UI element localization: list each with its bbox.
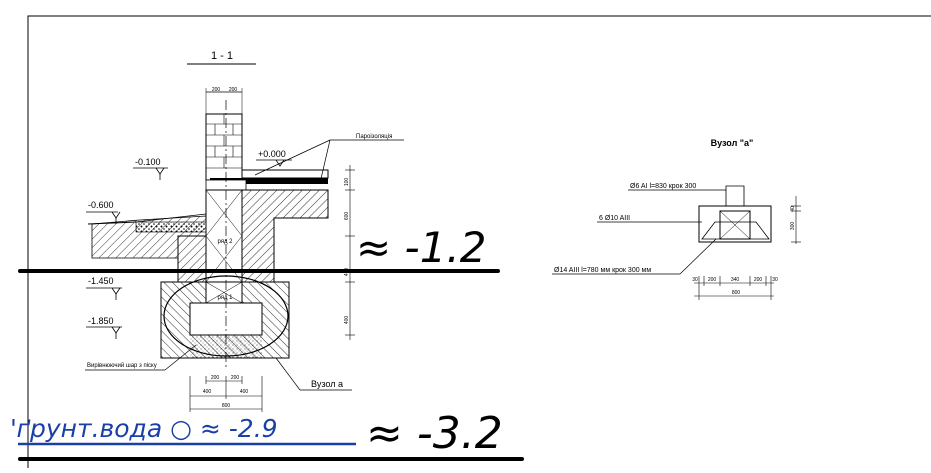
node-dim-total: 800 xyxy=(732,290,741,296)
node-title: Вузол "а" xyxy=(711,138,754,148)
sand-layer-label: Вирівнюючий шар з піску xyxy=(87,362,157,369)
dim-bottom-outer-right: 400 xyxy=(240,389,249,395)
block-row-2 xyxy=(205,189,243,283)
level-1450: -1.450 xyxy=(88,276,114,286)
node-dim-vert-1: 40 xyxy=(790,206,796,212)
dim-vert-4: 400 xyxy=(344,316,350,325)
node-a-pointer: Вузол а xyxy=(311,379,343,389)
node-dim-5: 30 xyxy=(772,277,778,283)
rebar-1-label: Ø6 AI l=830 крок 300 xyxy=(630,183,696,190)
annotation-groundwater: 'ґрунт.вода ○ ≈ -2.9 xyxy=(10,414,278,443)
dim-top-left: 200 xyxy=(212,87,221,93)
vapor-barrier-label: Пароізоляція xyxy=(356,134,392,140)
sheet-frame xyxy=(27,15,931,468)
level-marks xyxy=(86,159,292,339)
dim-bottom-inner-left: 200 xyxy=(211,375,220,381)
node-dim-2: 200 xyxy=(708,277,717,283)
dim-bottom-inner-right: 200 xyxy=(231,375,240,381)
section-title: 1 - 1 xyxy=(211,50,233,62)
level-0100: -0.100 xyxy=(135,157,161,167)
floor-slab xyxy=(241,169,329,179)
annotation-level-2: ≈ -3.2 xyxy=(366,408,503,459)
node-pad xyxy=(698,205,772,243)
dim-vert-2: 600 xyxy=(344,212,350,221)
dim-bottom-total: 800 xyxy=(222,403,231,409)
row1-label: ряд 1 xyxy=(217,295,233,301)
brick-wall xyxy=(205,113,243,181)
foundation-plinth xyxy=(241,189,329,283)
node-dim-4: 200 xyxy=(754,277,763,283)
sand-layer xyxy=(190,335,262,358)
node-dim-vert-2: 300 xyxy=(790,222,796,231)
annotation-level-1: ≈ -1.2 xyxy=(356,223,487,272)
row2-label: ряд 2 xyxy=(217,239,233,245)
dim-top-right: 200 xyxy=(229,87,238,93)
dim-bottom-outer-left: 400 xyxy=(203,389,212,395)
dim-vert-1: 100 xyxy=(344,178,350,187)
rebar-2-label: 6 Ø10 AIII xyxy=(599,215,630,222)
node-a-detail: Вузол "а" Ø6 AI l=830 крок 300 6 Ø10 AII… xyxy=(552,138,801,300)
node-dim-3: 340 xyxy=(731,277,740,283)
level-1850: -1.850 xyxy=(88,316,114,326)
level-floor: +0.000 xyxy=(258,149,286,159)
level-0600: -0.600 xyxy=(88,200,114,210)
rebar-3-label: Ø14 AIII l=780 мм крок 300 мм xyxy=(554,267,651,274)
node-dim-1: 30 xyxy=(692,277,698,283)
